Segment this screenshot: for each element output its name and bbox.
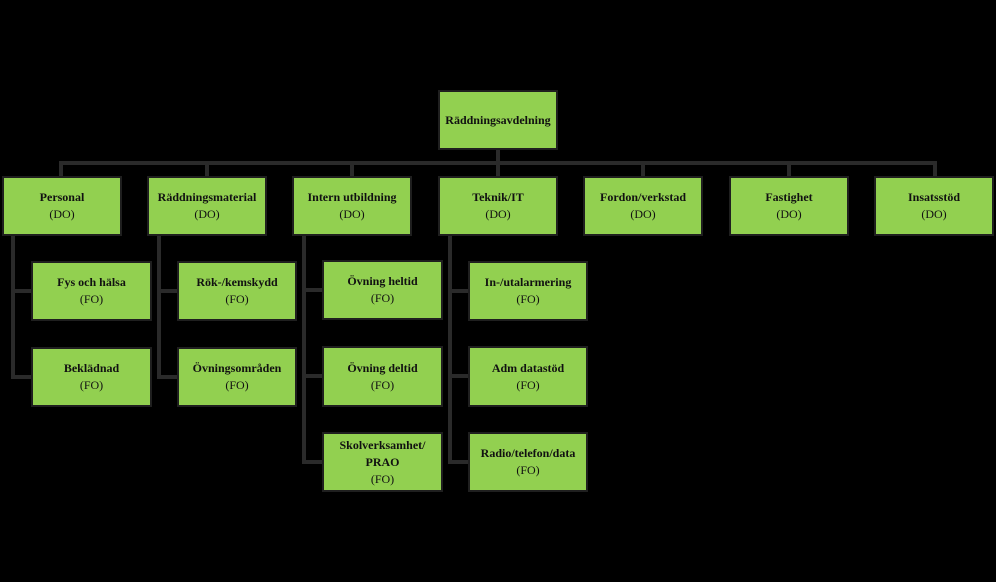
node-subtitle: (DO) bbox=[485, 207, 511, 221]
org-node-insatsstod: Insatsstöd (DO) bbox=[874, 176, 994, 236]
node-title: Räddningsmaterial bbox=[157, 190, 257, 204]
node-title: Intern utbildning bbox=[307, 190, 397, 204]
node-title: Rök-/kemskydd bbox=[196, 275, 278, 289]
node-title: Övning deltid bbox=[347, 360, 418, 375]
node-title: Personal bbox=[39, 190, 85, 204]
org-node-skolverksamhet-prao: Skolverksamhet/ PRAO (FO) bbox=[322, 432, 443, 492]
node-title: Fastighet bbox=[765, 190, 813, 204]
node-subtitle: (FO) bbox=[370, 291, 395, 305]
node-title: Fys och hälsa bbox=[57, 275, 126, 289]
org-node-adm-datastod: Adm datastöd (FO) bbox=[468, 346, 588, 407]
node-subtitle: (DO) bbox=[776, 207, 802, 221]
node-subtitle: (FO) bbox=[516, 292, 540, 306]
node-title: Beklädnad bbox=[63, 361, 120, 375]
org-node-in-utalarmering: In-/utalarmering (FO) bbox=[468, 261, 588, 321]
node-subtitle: (FO) bbox=[79, 292, 104, 306]
node-subtitle: (FO) bbox=[370, 377, 395, 392]
org-node-fastighet: Fastighet (DO) bbox=[729, 176, 849, 236]
org-node-root: Räddningsavdelning bbox=[438, 90, 558, 150]
org-node-fys-och-halsa: Fys och hälsa (FO) bbox=[31, 261, 152, 321]
org-node-rok-kemskydd: Rök-/kemskydd (FO) bbox=[177, 261, 297, 321]
node-title-line2: PRAO bbox=[365, 454, 400, 469]
org-node-ovning-heltid: Övning heltid (FO) bbox=[322, 260, 443, 320]
node-subtitle: (DO) bbox=[630, 207, 656, 221]
node-subtitle: (FO) bbox=[225, 292, 249, 306]
node-subtitle: (DO) bbox=[194, 207, 220, 221]
node-title: Adm datastöd bbox=[491, 360, 565, 375]
node-subtitle: (FO) bbox=[370, 471, 395, 486]
org-node-raddningsmaterial: Räddningsmaterial (DO) bbox=[147, 176, 267, 236]
node-title: In-/utalarmering bbox=[484, 275, 572, 289]
node-subtitle: (FO) bbox=[79, 378, 104, 392]
node-subtitle: (DO) bbox=[339, 207, 365, 221]
org-node-fordon-verkstad: Fordon/verkstad (DO) bbox=[583, 176, 703, 236]
org-node-ovningsomraden: Övningsområden (FO) bbox=[177, 347, 297, 407]
org-node-ovning-deltid: Övning deltid (FO) bbox=[322, 346, 443, 407]
org-node-personal: Personal (DO) bbox=[2, 176, 122, 236]
node-subtitle: (FO) bbox=[225, 378, 249, 392]
node-subtitle: (DO) bbox=[921, 207, 947, 221]
org-node-bekladnad: Beklädnad (FO) bbox=[31, 347, 152, 407]
node-title: Övningsområden bbox=[192, 361, 282, 375]
node-subtitle: (DO) bbox=[49, 207, 75, 221]
org-node-teknik-it: Teknik/IT (DO) bbox=[438, 176, 558, 236]
node-subtitle: (FO) bbox=[516, 377, 540, 392]
node-title: Radio/telefon/data bbox=[480, 446, 576, 460]
org-node-intern-utbildning: Intern utbildning (DO) bbox=[292, 176, 412, 236]
node-title: Övning heltid bbox=[347, 274, 418, 288]
node-title: Skolverksamhet/ bbox=[339, 437, 426, 452]
org-node-radio-telefon-data: Radio/telefon/data (FO) bbox=[468, 432, 588, 492]
node-title: Räddningsavdelning bbox=[445, 112, 551, 127]
node-title: Insatsstöd bbox=[907, 190, 961, 204]
node-title: Fordon/verkstad bbox=[599, 190, 686, 204]
node-title: Teknik/IT bbox=[472, 190, 524, 204]
node-subtitle: (FO) bbox=[516, 463, 540, 477]
